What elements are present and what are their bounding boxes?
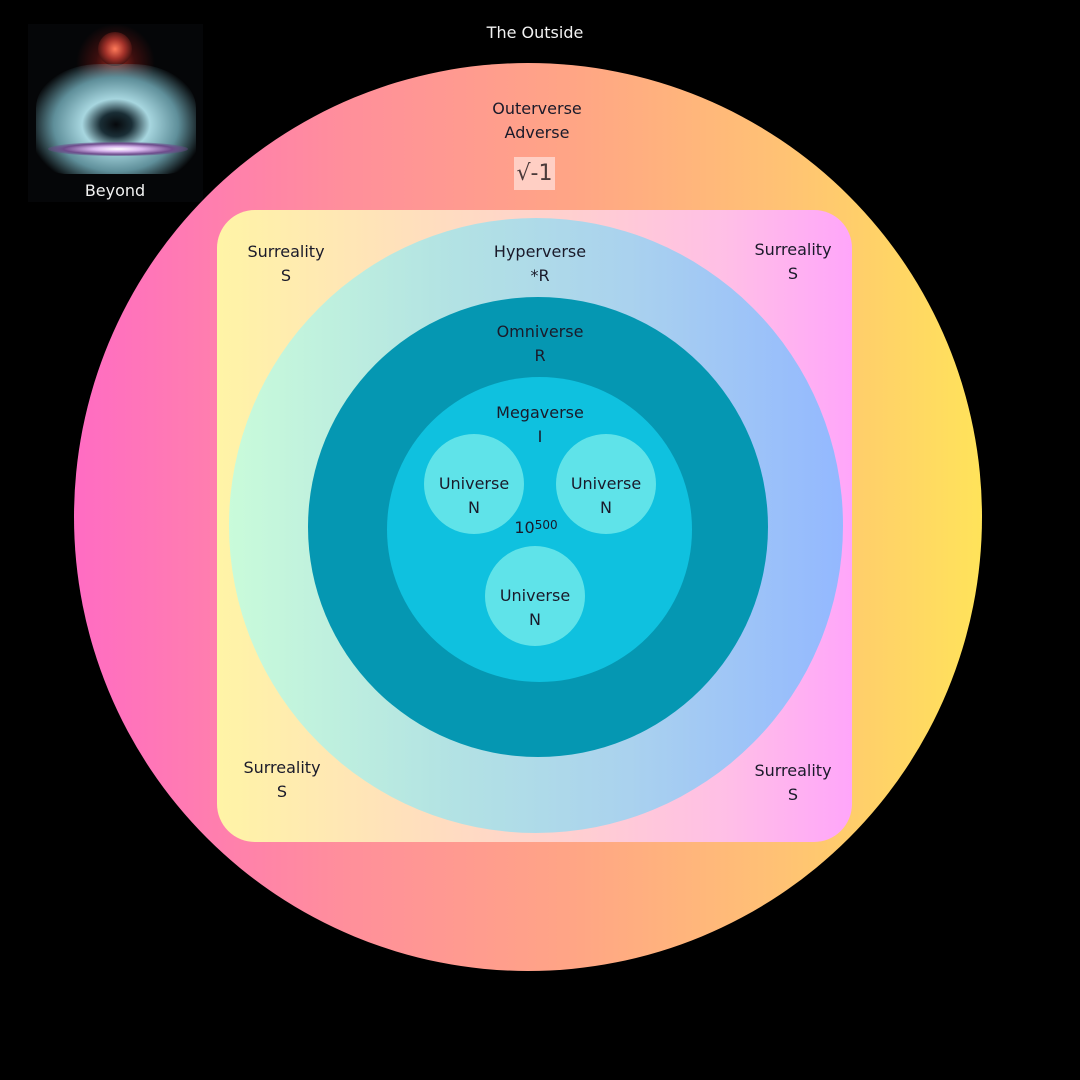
universe-count-exponent: 500: [534, 518, 558, 532]
universe-label: Universe N: [570, 474, 642, 517]
megaverse-label: Megaverse I: [496, 403, 584, 446]
universe-label: Universe N: [499, 586, 571, 629]
universe-circle: [485, 546, 585, 646]
sqrt-minus-one-badge: √-1: [514, 157, 555, 190]
hyperverse-label: Hyperverse *R: [493, 242, 587, 285]
universe-circle: [556, 434, 656, 534]
cosmic-head-icon: [98, 32, 132, 66]
surreality-label-bottom-right: Surreality S: [754, 761, 832, 804]
outerverse-label: Outerverse Adverse: [492, 99, 582, 142]
cosmic-figure-icon: [36, 64, 196, 174]
surreality-label-bottom-left: Surreality S: [243, 758, 321, 801]
surreality-label-top-right: Surreality S: [754, 240, 832, 283]
beyond-image: [28, 24, 203, 202]
universe-count-label: 10500: [514, 518, 558, 537]
the-outside-title: The Outside: [486, 23, 584, 42]
surreality-label-top-left: Surreality S: [247, 242, 325, 285]
universe-circle: [424, 434, 524, 534]
galaxy-disc-icon: [48, 142, 188, 156]
beyond-label: Beyond: [84, 181, 146, 200]
universe-label: Universe N: [438, 474, 510, 517]
omniverse-label: Omniverse R: [496, 322, 584, 365]
